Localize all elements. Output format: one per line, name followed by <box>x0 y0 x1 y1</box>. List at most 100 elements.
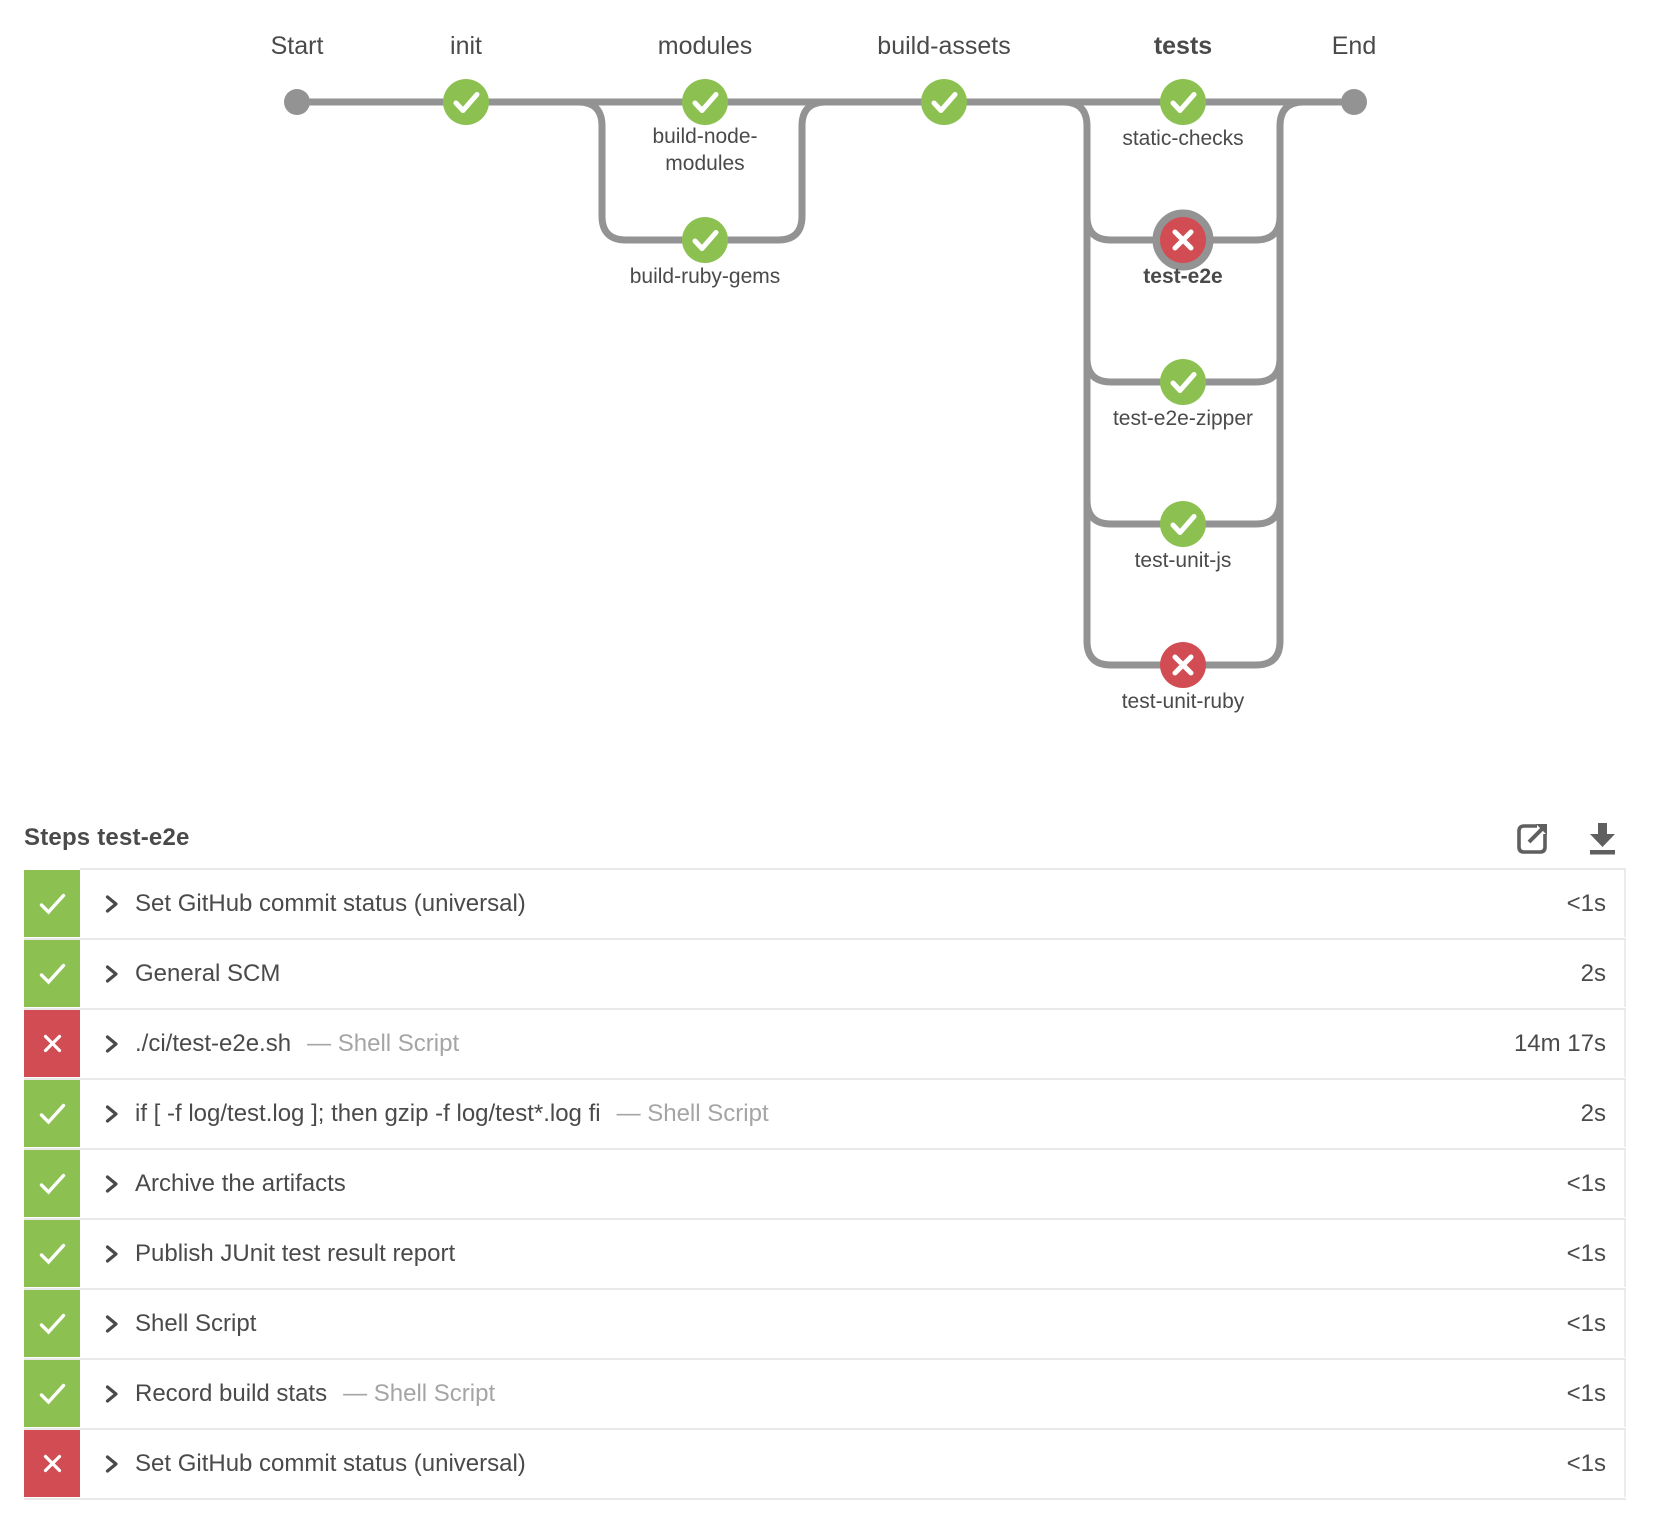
check-icon <box>39 1313 65 1334</box>
branch-label-build-ruby-gems: build-ruby-gems <box>630 265 781 288</box>
pipeline-start-dot <box>284 89 310 115</box>
chevron-right-icon <box>104 1173 120 1195</box>
check-icon <box>39 1173 65 1194</box>
steps-title: Steps test-e2e <box>24 824 190 851</box>
chevron-right-icon <box>104 1383 120 1405</box>
step-row[interactable]: Publish JUnit test result report <1s <box>24 1220 1626 1290</box>
step-status-strip <box>24 1290 80 1357</box>
step-label: if [ -f log/test.log ]; then gzip -f log… <box>135 1099 601 1127</box>
step-secondary-label: — Shell Script <box>307 1029 460 1057</box>
step-label: Archive the artifacts <box>135 1169 346 1197</box>
step-status-strip <box>24 1430 80 1497</box>
download-icon <box>1590 823 1615 855</box>
chevron-right-icon <box>104 1453 120 1475</box>
branch-label-build-node-modules: build-node-modules <box>652 125 757 175</box>
step-row-main: Set GitHub commit status (universal) <1s <box>80 870 1626 937</box>
check-icon <box>39 1243 65 1264</box>
step-duration: 2s <box>1580 1099 1606 1127</box>
step-label: Publish JUnit test result report <box>135 1239 456 1267</box>
selected-node-ring <box>1152 209 1214 271</box>
step-row-main: Archive the artifacts <1s <box>80 1150 1626 1217</box>
check-icon <box>1170 92 1197 113</box>
download-logs-button[interactable] <box>1585 819 1620 857</box>
check-icon <box>39 893 65 914</box>
step-duration: <1s <box>1566 1309 1606 1337</box>
step-label: Set GitHub commit status (universal) <box>135 889 526 917</box>
step-status-strip <box>24 1080 80 1147</box>
step-row[interactable]: if [ -f log/test.log ]; then gzip -f log… <box>24 1080 1626 1150</box>
x-icon <box>43 1034 61 1053</box>
check-icon <box>1170 514 1197 535</box>
step-status-strip <box>24 1010 80 1077</box>
step-row-main: Set GitHub commit status (universal) <1s <box>80 1430 1626 1497</box>
pipeline-node-static-checks[interactable] <box>1160 79 1206 125</box>
branch-label-test-unit-js: test-unit-js <box>1135 549 1232 572</box>
x-icon <box>43 1454 61 1473</box>
pipeline-node-test-unit-js[interactable] <box>1160 501 1206 547</box>
check-icon <box>39 963 65 984</box>
step-row-main: Publish JUnit test result report <1s <box>80 1220 1626 1287</box>
chevron-right-icon <box>104 893 120 915</box>
step-status-strip <box>24 1220 80 1287</box>
check-icon <box>1170 372 1197 393</box>
step-row[interactable]: Archive the artifacts <1s <box>24 1150 1626 1220</box>
step-duration: <1s <box>1566 889 1606 917</box>
x-icon <box>1172 229 1194 251</box>
branch-label-test-e2e-zipper: test-e2e-zipper <box>1113 407 1253 430</box>
external-link-icon <box>1517 824 1547 854</box>
check-icon <box>692 92 719 113</box>
pipeline-node-build-assets[interactable] <box>921 79 967 125</box>
pipeline-node-test-e2e-zipper[interactable] <box>1160 359 1206 405</box>
step-row[interactable]: Shell Script <1s <box>24 1290 1626 1360</box>
step-row[interactable]: Set GitHub commit status (universal) <1s <box>24 868 1626 940</box>
step-row-main: Record build stats — Shell Script <1s <box>80 1360 1626 1427</box>
step-label: Shell Script <box>135 1309 257 1337</box>
pipeline-node-build-ruby-gems[interactable] <box>682 217 728 263</box>
stage-label-build-assets: build-assets <box>877 32 1010 60</box>
pipeline-node-test-e2e[interactable] <box>1152 209 1214 271</box>
check-icon <box>692 230 719 251</box>
pipeline-node-init[interactable] <box>443 79 489 125</box>
step-row[interactable]: General SCM 2s <box>24 940 1626 1010</box>
step-duration: <1s <box>1566 1449 1606 1477</box>
pipeline-node-build-node-modules[interactable] <box>682 79 728 125</box>
step-duration: <1s <box>1566 1379 1606 1407</box>
stage-label-start: Start <box>271 32 324 60</box>
branch-label-static-checks: static-checks <box>1122 127 1243 150</box>
step-label: Record build stats <box>135 1379 328 1407</box>
step-status-strip <box>24 870 80 937</box>
check-icon <box>39 1103 65 1124</box>
chevron-right-icon <box>104 1243 120 1265</box>
steps-header-actions <box>1514 819 1620 857</box>
open-logs-button[interactable] <box>1514 819 1551 857</box>
stage-label-tests: tests <box>1154 32 1212 60</box>
step-label: ./ci/test-e2e.sh <box>135 1029 292 1057</box>
step-row[interactable]: Set GitHub commit status (universal) <1s <box>24 1430 1626 1500</box>
step-row-main: if [ -f log/test.log ]; then gzip -f log… <box>80 1080 1626 1147</box>
step-status-strip <box>24 1360 80 1427</box>
steps-list: Set GitHub commit status (universal) <1s… <box>24 868 1626 1500</box>
chevron-right-icon <box>104 1033 120 1055</box>
steps-section: Steps test-e2e Set GitH <box>24 806 1626 1500</box>
step-duration: 14m 17s <box>1513 1029 1606 1057</box>
check-icon <box>453 92 480 113</box>
step-row[interactable]: Record build stats — Shell Script <1s <box>24 1360 1626 1430</box>
step-row-main: ./ci/test-e2e.sh — Shell Script 14m 17s <box>80 1010 1626 1077</box>
step-row[interactable]: ./ci/test-e2e.sh — Shell Script 14m 17s <box>24 1010 1626 1080</box>
x-icon <box>1172 654 1194 676</box>
step-label: Set GitHub commit status (universal) <box>135 1449 526 1477</box>
step-status-strip <box>24 940 80 1007</box>
steps-header: Steps test-e2e <box>24 806 1626 870</box>
branch-label-test-e2e: test-e2e <box>1143 265 1222 288</box>
step-label: General SCM <box>135 959 281 987</box>
step-secondary-label: — Shell Script <box>616 1099 769 1127</box>
pipeline-rails-modules <box>577 98 827 244</box>
stage-label-end: End <box>1332 32 1376 60</box>
pipeline-node-test-unit-ruby[interactable] <box>1160 642 1206 688</box>
step-row-main: Shell Script <1s <box>80 1290 1626 1357</box>
stage-label-init: init <box>450 32 482 60</box>
step-secondary-label: — Shell Script <box>343 1379 496 1407</box>
check-icon <box>39 1383 65 1404</box>
step-duration: 2s <box>1580 959 1606 987</box>
